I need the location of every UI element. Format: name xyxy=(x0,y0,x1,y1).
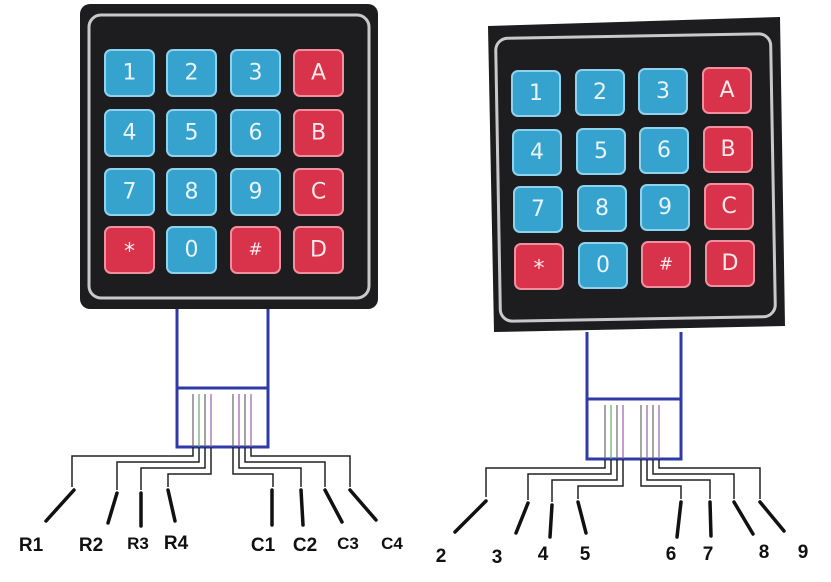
key-label: 5 xyxy=(594,139,608,164)
key-7[interactable]: 7 xyxy=(104,168,155,216)
key-label: C xyxy=(721,194,736,219)
key-label: 3 xyxy=(249,61,263,86)
key-label: * xyxy=(534,257,545,282)
pin-label: 5 xyxy=(580,544,591,565)
key-label: 0 xyxy=(185,238,199,263)
pin-leads xyxy=(44,488,378,528)
key-a[interactable]: A xyxy=(293,49,344,97)
key-label: D xyxy=(310,238,327,263)
key-label: 1 xyxy=(123,61,137,86)
pin-label: R1 xyxy=(19,535,44,556)
key-label: # xyxy=(659,255,673,275)
pin-wires xyxy=(485,459,761,502)
pin-leads xyxy=(453,499,786,539)
key-9[interactable]: 9 xyxy=(230,168,281,216)
key-label: 1 xyxy=(529,81,543,106)
pin-label: C1 xyxy=(251,535,276,556)
key-label: # xyxy=(248,240,262,260)
pin-label: 2 xyxy=(436,546,447,567)
key-5[interactable]: 5 xyxy=(576,128,626,175)
pin-label: R2 xyxy=(79,535,103,556)
ribbon-traces xyxy=(192,394,252,447)
key-label: 7 xyxy=(531,197,545,222)
key-d[interactable]: D xyxy=(705,240,755,287)
key-label: 6 xyxy=(657,138,671,163)
ribbon-cable xyxy=(175,309,270,449)
keypad-panel-border xyxy=(87,13,371,300)
key-label: 8 xyxy=(185,180,199,205)
key-label: D xyxy=(722,251,739,276)
key-label: 9 xyxy=(249,180,263,205)
key-1[interactable]: 1 xyxy=(104,49,155,97)
keypad-right: 1 2 3 A 4 5 6 B 7 8 9 C * 0 # D xyxy=(436,17,809,568)
key-label: 4 xyxy=(530,140,544,165)
key-b[interactable]: B xyxy=(293,109,344,157)
ribbon-cable xyxy=(585,332,683,461)
pin-label: R3 xyxy=(127,534,149,553)
key-0[interactable]: 0 xyxy=(166,226,217,274)
key-hash[interactable]: # xyxy=(641,241,691,288)
key-d[interactable]: D xyxy=(293,226,344,274)
key-4[interactable]: 4 xyxy=(512,129,562,176)
key-1[interactable]: 1 xyxy=(511,70,561,117)
key-6[interactable]: 6 xyxy=(230,109,281,157)
key-label: B xyxy=(311,121,326,146)
key-label: C xyxy=(311,180,326,205)
key-label: A xyxy=(311,61,326,86)
key-7[interactable]: 7 xyxy=(513,186,563,233)
key-label: 0 xyxy=(596,253,610,278)
key-c[interactable]: C xyxy=(704,183,754,230)
key-4[interactable]: 4 xyxy=(104,109,155,157)
pin-label: 7 xyxy=(703,544,714,565)
key-a[interactable]: A xyxy=(702,67,752,114)
pin-label: R4 xyxy=(164,533,189,554)
key-label: 7 xyxy=(123,180,137,205)
keypad-left: 1 2 3 A 4 5 6 B 7 8 9 C * 0 # D xyxy=(19,4,403,556)
pin-label: 3 xyxy=(492,547,503,568)
key-5[interactable]: 5 xyxy=(166,109,217,157)
key-2[interactable]: 2 xyxy=(575,69,625,116)
key-8[interactable]: 8 xyxy=(577,185,627,232)
key-label: 2 xyxy=(185,61,199,86)
pin-label: 9 xyxy=(798,542,809,563)
keypad-panel-border xyxy=(494,32,777,323)
key-3[interactable]: 3 xyxy=(638,68,688,115)
key-8[interactable]: 8 xyxy=(166,168,217,216)
key-label: 4 xyxy=(123,121,137,146)
pin-label: 4 xyxy=(538,544,549,565)
key-star[interactable]: * xyxy=(514,243,564,290)
pin-label: C4 xyxy=(381,534,403,553)
key-hash[interactable]: # xyxy=(230,226,281,274)
key-label: 5 xyxy=(185,121,199,146)
pin-label: 6 xyxy=(666,544,677,565)
key-b[interactable]: B xyxy=(703,126,753,173)
ribbon-traces xyxy=(604,405,660,459)
key-c[interactable]: C xyxy=(293,168,344,216)
key-label: A xyxy=(719,78,734,103)
key-label: 6 xyxy=(249,121,263,146)
key-label: 3 xyxy=(656,79,670,104)
pin-label: C3 xyxy=(337,534,359,553)
key-label: 2 xyxy=(593,80,607,105)
pin-wires xyxy=(71,447,351,490)
key-label: B xyxy=(720,137,735,162)
key-0[interactable]: 0 xyxy=(578,242,628,289)
key-3[interactable]: 3 xyxy=(230,49,281,97)
key-star[interactable]: * xyxy=(104,226,155,274)
key-label: 9 xyxy=(658,195,672,220)
pin-label: 8 xyxy=(759,542,770,563)
key-9[interactable]: 9 xyxy=(640,184,690,231)
key-label: 8 xyxy=(595,196,609,221)
key-2[interactable]: 2 xyxy=(166,49,217,97)
key-6[interactable]: 6 xyxy=(639,127,689,174)
key-label: * xyxy=(124,240,135,265)
pin-label: C2 xyxy=(293,535,317,556)
